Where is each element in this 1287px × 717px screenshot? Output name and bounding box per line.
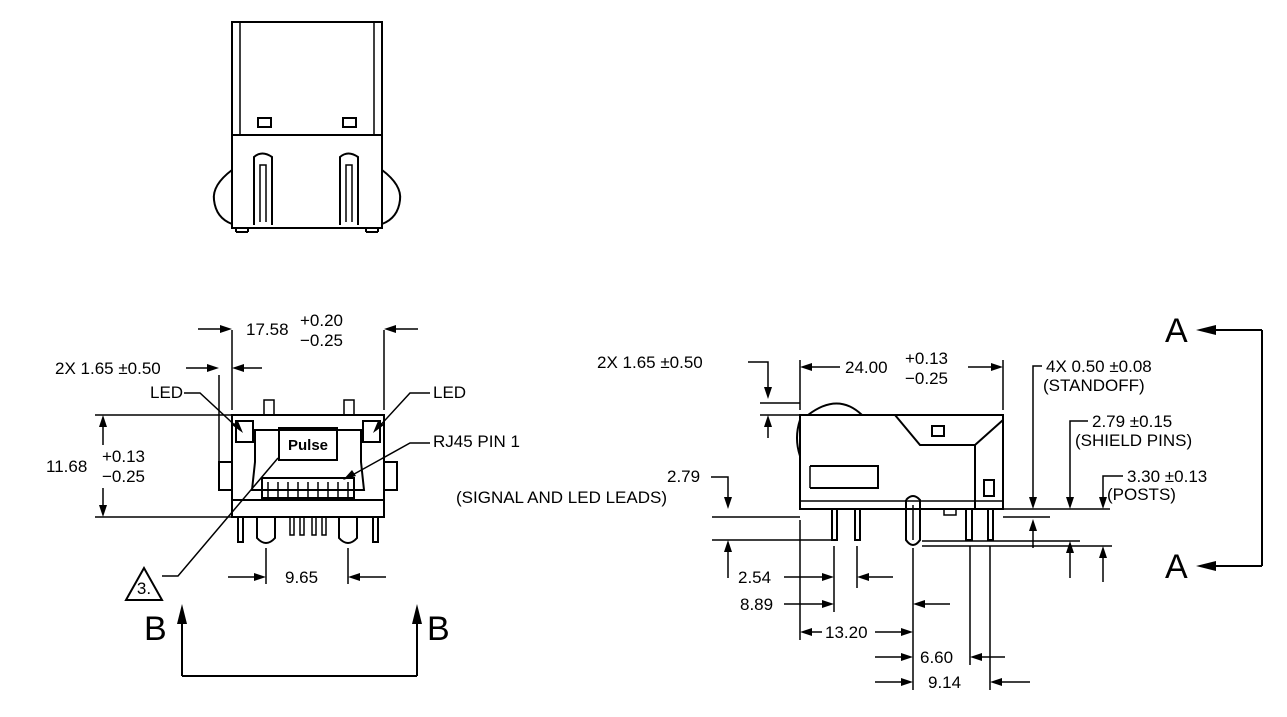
pin1-label: RJ45 PIN 1 <box>433 432 520 451</box>
note-3-ref: 3. <box>137 579 151 598</box>
width-tol-minus: −0.25 <box>300 331 343 350</box>
contact-pins <box>267 482 349 498</box>
section-b-right: B <box>427 610 450 648</box>
signal-value: 2.79 <box>667 467 700 486</box>
dim-13-20: 13.20 <box>825 623 868 642</box>
led-right-label: LED <box>433 383 466 402</box>
side-view <box>796 402 1004 546</box>
dim-2-54: 2.54 <box>738 568 771 587</box>
side-length-tol-minus: −0.25 <box>905 369 948 388</box>
top-view <box>212 21 402 233</box>
standoff-label: (STANDOFF) <box>1043 376 1145 395</box>
section-b-left: B <box>144 610 167 648</box>
height-tol-plus: +0.13 <box>102 447 145 466</box>
led-left-label: LED <box>150 383 183 402</box>
posts-value: 3.30 ±0.13 <box>1127 467 1207 486</box>
section-a-bottom: A <box>1165 548 1188 586</box>
dim-6-60: 6.60 <box>920 648 953 667</box>
front-view-dimensions: 17.58 +0.20 −0.25 2X 1.65 ±0.50 LED LED … <box>46 311 520 601</box>
side-view-dimensions: 24.00 +0.13 −0.25 2X 1.65 ±0.50 4X 0.50 … <box>456 349 1207 692</box>
shield-value: 2.79 ±0.15 <box>1092 412 1172 431</box>
section-b-marker: B B <box>144 604 450 677</box>
standoff-value: 4X 0.50 ±0.08 <box>1046 357 1152 376</box>
height-tol-minus: −0.25 <box>102 467 145 486</box>
signal-label: (SIGNAL AND LED LEADS) <box>456 488 667 507</box>
pin-span: 9.65 <box>285 568 318 587</box>
width-nominal: 17.58 <box>246 320 289 339</box>
dim-8-89: 8.89 <box>740 595 773 614</box>
shield-label: (SHIELD PINS) <box>1075 431 1192 450</box>
posts-label: (POSTS) <box>1107 485 1176 504</box>
section-a-top: A <box>1165 312 1188 350</box>
side-led-offset: 2X 1.65 ±0.50 <box>597 353 703 372</box>
front-led-offset: 2X 1.65 ±0.50 <box>55 359 161 378</box>
section-a-marker: A A <box>1165 312 1263 586</box>
dim-9-14: 9.14 <box>928 673 961 692</box>
width-tol-plus: +0.20 <box>300 311 343 330</box>
front-view: Pulse <box>218 399 398 544</box>
height-nominal: 11.68 <box>46 457 87 476</box>
pulse-logo: Pulse <box>288 437 328 454</box>
side-length-tol-plus: +0.13 <box>905 349 948 368</box>
side-length-nominal: 24.00 <box>845 358 888 377</box>
